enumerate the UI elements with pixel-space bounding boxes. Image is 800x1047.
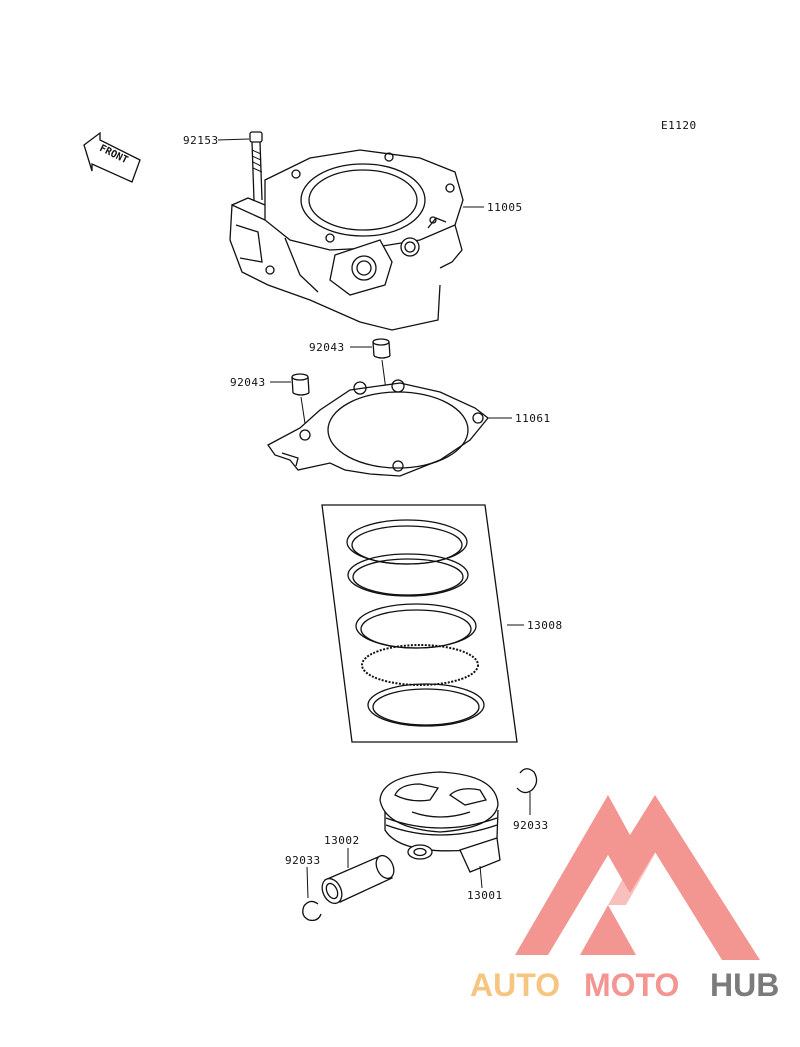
diagram-code: E1120 [661,119,697,132]
label-11061: 11061 [515,412,551,425]
circlip-92033-right [516,768,538,794]
watermark-logo: AUTO MOTO HUB [470,795,779,1003]
watermark-moto: MOTO [584,967,679,1003]
label-13001: 13001 [467,889,503,902]
watermark-auto: AUTO [470,967,560,1003]
label-92153: 92153 [183,134,219,147]
cylinder-11005 [229,149,464,331]
label-92043-right: 92043 [309,341,345,354]
label-92033-right: 92033 [513,819,549,832]
piston-ring-set-13008 [321,504,518,743]
label-92033-left: 92033 [285,854,321,867]
circlip-92033-left [302,900,322,922]
dowel-92043-right [372,338,391,359]
front-arrow-icon: FRONT [83,131,141,183]
gasket-11061 [267,379,489,477]
bolt-92153 [249,131,263,201]
piston-pin-13002 [321,854,395,905]
dowel-92043-left [291,373,310,396]
watermark-hub: HUB [710,967,779,1003]
label-13002: 13002 [324,834,360,847]
piston-13001 [379,771,501,873]
label-11005: 11005 [487,201,523,214]
label-92043-left: 92043 [230,376,266,389]
label-13008: 13008 [527,619,563,632]
